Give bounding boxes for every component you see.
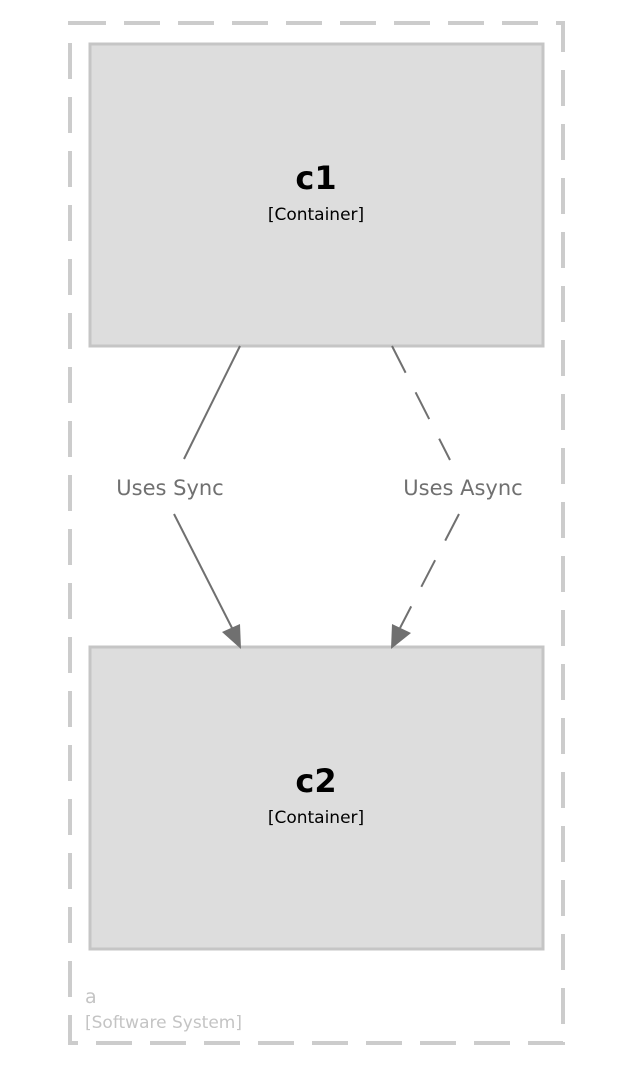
async-arrowhead-icon: [391, 624, 411, 649]
container-c1-title: c1: [295, 159, 336, 197]
container-c2-type: [Container]: [268, 808, 364, 828]
container-c1-box: [88, 42, 545, 348]
sync-arrowhead-icon: [222, 624, 241, 649]
async-edge-label: Uses Async: [403, 476, 522, 500]
container-c2-title: c2: [295, 762, 336, 800]
async-edge-upper: [391, 345, 451, 461]
sync-edge-upper: [183, 345, 241, 460]
relationship-uses-sync[interactable]: Uses Sync: [116, 345, 241, 649]
boundary-type: [Software System]: [85, 1013, 242, 1033]
sync-edge-label: Uses Sync: [116, 476, 223, 500]
container-c2-box: [88, 645, 545, 951]
sync-edge-lower: [173, 513, 233, 629]
container-c1-type: [Container]: [268, 205, 364, 225]
async-edge-lower: [399, 513, 460, 629]
container-c1[interactable]: c1 [Container]: [88, 42, 545, 348]
boundary-frame: [68, 21, 565, 1045]
boundary-name: a: [85, 986, 97, 1008]
software-system-boundary[interactable]: a [Software System]: [68, 21, 565, 1045]
container-c2[interactable]: c2 [Container]: [88, 645, 545, 951]
relationship-uses-async[interactable]: Uses Async: [391, 345, 523, 649]
